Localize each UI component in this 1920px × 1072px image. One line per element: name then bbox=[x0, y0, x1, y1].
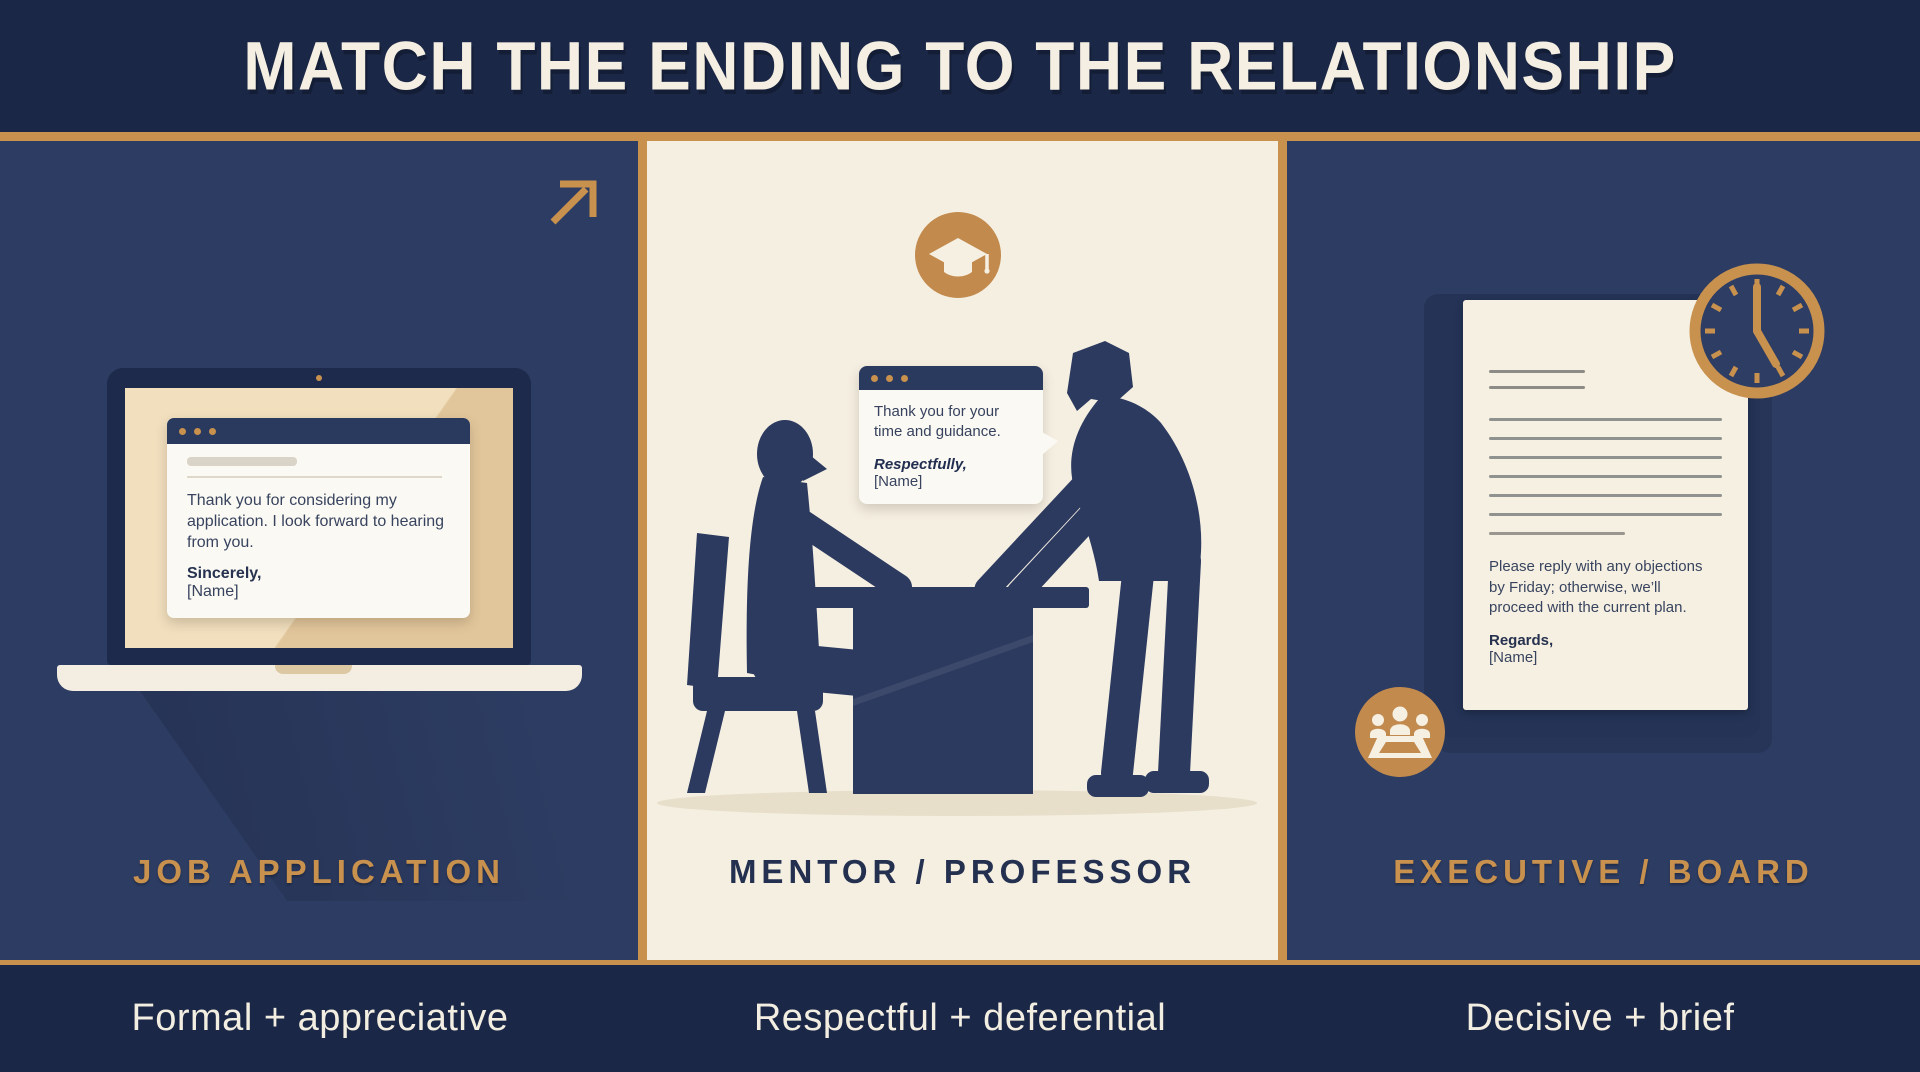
standing-person-silhouette bbox=[974, 341, 1209, 797]
placeholder-line bbox=[1489, 370, 1585, 373]
panel-row: Thank you for considering my application… bbox=[0, 141, 1920, 960]
panel-label-mentor-professor: MENTOR / PROFESSOR bbox=[728, 853, 1197, 890]
header-divider bbox=[0, 132, 1920, 141]
panel-job-application: Thank you for considering my application… bbox=[0, 141, 748, 960]
graduation-cap-icon bbox=[915, 212, 1001, 298]
chair bbox=[687, 533, 827, 793]
email-body: Thank you for considering my application… bbox=[167, 444, 470, 601]
panel-divider bbox=[638, 141, 647, 960]
placeholder-line bbox=[1489, 513, 1722, 516]
laptop-screen: Thank you for considering my application… bbox=[125, 388, 513, 648]
memo-text: Please reply with any objections by Frid… bbox=[1489, 558, 1703, 617]
placeholder-line bbox=[1489, 494, 1722, 497]
email-signature-name: [Name] bbox=[187, 583, 239, 601]
subject-placeholder-bar bbox=[187, 457, 297, 466]
desk bbox=[812, 587, 1089, 794]
placeholder-line bbox=[1489, 418, 1722, 421]
email-speech-bubble: Thank you for your time and guidance. Re… bbox=[859, 366, 1058, 504]
speech-bubble-tail bbox=[1042, 432, 1058, 455]
bubble-titlebar bbox=[859, 366, 1043, 390]
memo-document: Please reply with any objections by Frid… bbox=[1463, 300, 1748, 710]
panel-label-job-application: JOB APPLICATION bbox=[132, 853, 506, 890]
email-divider bbox=[187, 476, 443, 478]
laptop-camera-dot bbox=[316, 375, 322, 381]
window-dot-icon bbox=[871, 374, 878, 382]
placeholder-line bbox=[1489, 475, 1722, 478]
tone-caption-mentor: Respectful + deferential bbox=[753, 997, 1167, 1039]
clock-icon bbox=[1689, 263, 1825, 399]
email-closing: Sincerely, bbox=[187, 565, 262, 583]
footer-divider bbox=[0, 960, 1920, 965]
panel-executive-board: Please reply with any objections by Frid… bbox=[1287, 141, 1920, 960]
placeholder-line bbox=[1489, 456, 1722, 459]
bubble-body: Thank you for your time and guidance. Re… bbox=[859, 390, 1043, 504]
placeholder-line bbox=[1489, 386, 1585, 389]
bubble-closing: Respectfully, bbox=[874, 455, 967, 473]
arrow-up-right-icon bbox=[550, 180, 597, 225]
panel-label-executive-board: EXECUTIVE / BOARD bbox=[1393, 853, 1814, 890]
header: MATCH THE ENDING TO THE RELATIONSHIP bbox=[0, 0, 1920, 132]
window-dot-icon bbox=[209, 427, 216, 435]
email-window-titlebar bbox=[167, 418, 470, 444]
placeholder-line bbox=[1489, 437, 1722, 440]
window-dot-icon bbox=[194, 427, 201, 435]
email-text: Thank you for considering my application… bbox=[187, 492, 445, 551]
signature-line bbox=[1489, 532, 1625, 535]
panel-mentor-professor: Thank you for your time and guidance. Re… bbox=[647, 141, 1278, 960]
memo-closing: Regards, bbox=[1489, 632, 1554, 650]
panel-divider bbox=[1278, 141, 1287, 960]
window-dot-icon bbox=[179, 427, 186, 435]
footer: Formal + appreciative Respectful + defer… bbox=[0, 965, 1920, 1072]
caption-cell-mentor: Respectful + deferential bbox=[640, 997, 1280, 1040]
mentor-meeting-illustration bbox=[657, 341, 1257, 816]
bubble-signature-name: [Name] bbox=[874, 472, 923, 490]
laptop: Thank you for considering my application… bbox=[107, 368, 531, 665]
email-window: Thank you for considering my application… bbox=[167, 418, 470, 618]
window-dot-icon bbox=[901, 374, 908, 382]
boardroom-meeting-icon bbox=[1355, 687, 1445, 777]
tone-caption-job: Formal + appreciative bbox=[131, 997, 509, 1039]
window-dot-icon bbox=[886, 374, 893, 382]
memo-signature-name: [Name] bbox=[1489, 649, 1538, 667]
tone-caption-executive: Decisive + brief bbox=[1465, 997, 1735, 1039]
laptop-base-notch bbox=[275, 665, 352, 674]
page-title: MATCH THE ENDING TO THE RELATIONSHIP bbox=[243, 27, 1677, 105]
caption-cell-executive: Decisive + brief bbox=[1280, 997, 1920, 1040]
laptop-base bbox=[57, 665, 582, 691]
bubble-text: Thank you for your time and guidance. bbox=[874, 403, 1001, 441]
caption-cell-job: Formal + appreciative bbox=[0, 997, 640, 1040]
